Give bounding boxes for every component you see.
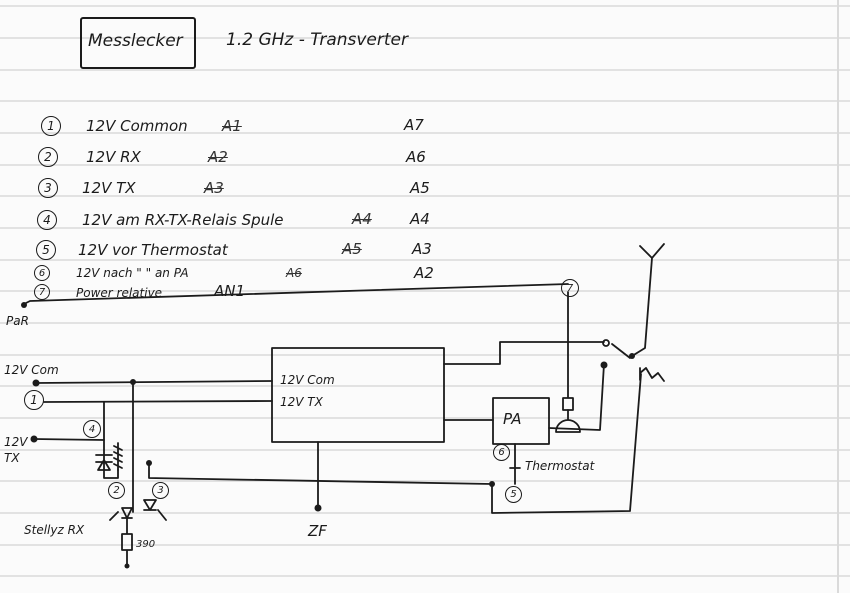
legend-number-4: 4 (37, 210, 57, 230)
legend-number-1: 1 (41, 116, 61, 136)
node-2: 2 (108, 482, 125, 499)
legend-old-1: A1 (222, 117, 242, 135)
relay-contact-a (602, 339, 610, 347)
legend-new-3: A5 (410, 179, 430, 197)
legend-old-3: A3 (204, 179, 224, 197)
legend-new-4: A4 (410, 210, 430, 228)
legend-new-5: A3 (412, 240, 432, 258)
resistor-390 (121, 517, 133, 567)
legend-desc-4: 12V am RX-TX-Relais Spule (82, 211, 284, 229)
legend-desc-1: 12V Common (86, 117, 188, 135)
node-5: 5 (505, 486, 522, 503)
legend-old-6: A6 (286, 266, 302, 280)
box-tx-label: 12V TX (280, 395, 323, 409)
par-line (23, 283, 569, 305)
legend-number-2: 2 (38, 147, 58, 167)
com-wire (35, 380, 273, 384)
tx-input-label-b: TX (4, 451, 20, 465)
legend-desc-3: 12V TX (82, 179, 136, 197)
legend-desc-6: 12V nach " " an PA (76, 266, 189, 280)
relay-coil (113, 442, 123, 471)
legend-desc-2: 12V RX (86, 148, 141, 166)
legend-number-5: 5 (36, 240, 56, 260)
relay-diode (95, 454, 113, 471)
par-terminal (21, 302, 27, 308)
power-detector (555, 409, 581, 433)
page-subtitle: 1.2 GHz - Transverter (226, 30, 408, 50)
antenna (631, 243, 665, 357)
legend-new-6: A2 (414, 264, 434, 282)
thermostat-switch (509, 443, 521, 485)
tx-input-label-a: 12V (4, 435, 28, 449)
thermostat-label: Thermostat (525, 459, 595, 473)
led-caption: Stellyz RX (24, 523, 85, 537)
legend-number-6: 6 (34, 265, 50, 281)
relay-return-wire (103, 469, 119, 479)
legend-old-2: A2 (208, 148, 228, 166)
legend-number-3: 3 (38, 178, 58, 198)
legend-new-2: A6 (406, 148, 426, 166)
legend-number-7: 7 (34, 284, 50, 300)
relay-coil-symbol (639, 367, 665, 382)
tx-input-wire (33, 438, 105, 456)
zf-label: ZF (308, 522, 327, 540)
transverter-box (271, 347, 445, 443)
legend-old-5: A5 (342, 240, 362, 258)
node-3: 3 (152, 482, 169, 499)
led-rx (121, 507, 133, 519)
node-7: 7 (561, 279, 579, 297)
pa-label: PA (503, 410, 522, 428)
thermostat-wire (148, 462, 493, 485)
com-terminal (32, 379, 40, 387)
page-title: Messlecker (88, 31, 183, 51)
pa-out-wire (548, 363, 605, 431)
zf-terminal (314, 504, 322, 512)
title-box (80, 17, 196, 69)
relay-contact-b (600, 361, 608, 369)
tx-box-wire (43, 400, 273, 403)
node-1: 1 (24, 390, 44, 410)
ground-dot (124, 563, 130, 569)
return-loop-wire (491, 373, 642, 514)
tx-terminal (30, 435, 38, 443)
legend-old-4: A4 (352, 210, 372, 228)
par-label: PaR (6, 314, 29, 328)
legend-desc-7: Power relative (76, 286, 163, 300)
rx-path-wire (443, 341, 605, 365)
node-4: 4 (83, 420, 101, 438)
com-input-label: 12V Com (4, 363, 59, 377)
relay-arm (611, 343, 631, 359)
power-sensor (562, 291, 574, 411)
led-rays (109, 509, 167, 521)
pa-box (492, 397, 550, 445)
legend-desc-5: 12V vor Thermostat (78, 241, 228, 259)
legend-new-1: A7 (404, 116, 424, 134)
led-tx (143, 499, 157, 511)
node-6: 6 (493, 444, 510, 461)
box-com-label: 12V Com (280, 373, 335, 387)
resistor-value: 390 (136, 539, 156, 550)
